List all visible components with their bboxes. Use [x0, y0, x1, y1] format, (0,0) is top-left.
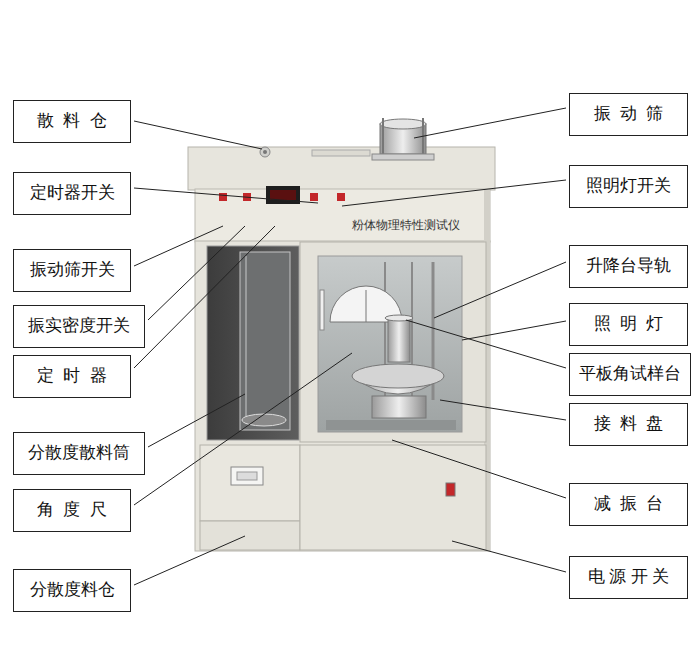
callout-box: 分散度料仓: [13, 569, 131, 612]
illustration-ellipse: [352, 364, 444, 388]
illustration-rect: [337, 193, 345, 201]
illustration-line: [134, 121, 262, 149]
leader-lines: [134, 108, 566, 585]
illustration-ellipse: [385, 315, 413, 321]
illustration-rect: [372, 154, 434, 160]
illustration-rect: [372, 396, 426, 418]
illustration-rect: [200, 445, 300, 521]
illustration-line: [134, 536, 245, 585]
damping-base: [300, 445, 486, 550]
callout-box: 升降台导轨: [569, 245, 688, 288]
callout-box: 照明灯开关: [569, 165, 688, 208]
illustration-rect: [320, 290, 324, 330]
illustration-line: [342, 180, 566, 206]
callout-label: 接料盘: [584, 414, 672, 434]
illustration-line: [392, 440, 566, 498]
callout-box: 定时器: [13, 355, 131, 398]
illustration-rect: [270, 190, 296, 200]
illustration-rect: [200, 521, 300, 550]
illustration-line: [148, 394, 245, 447]
illustration-rect: [446, 483, 455, 496]
illustration-rect: [388, 318, 410, 362]
illustration-rect: [240, 252, 290, 430]
illustration-line: [134, 226, 275, 368]
illustration-line: [462, 321, 566, 340]
callout-box: 平板角试样台: [569, 353, 691, 396]
cabinet: [188, 147, 495, 551]
illustration-rect: [207, 246, 299, 440]
illustration-line: [134, 188, 318, 203]
callout-label: 电源开关: [584, 567, 673, 587]
callout-label: 振动筛: [584, 104, 672, 124]
callout-box: 散料仓: [13, 100, 131, 143]
dispersion-chamber: [200, 246, 300, 550]
callout-box: 振动筛: [569, 93, 688, 136]
callout-box: 振动筛开关: [13, 249, 131, 292]
instrument-name: 粉体物理特性测试仪: [352, 219, 460, 232]
callout-label: 减振台: [584, 494, 672, 514]
illustration-line: [434, 262, 566, 318]
callout-label: 振实密度开关: [28, 316, 130, 336]
illustration-rect: [219, 193, 227, 201]
illustration-line: [366, 290, 367, 322]
illustration-ellipse: [380, 119, 426, 129]
illustration-line: [452, 541, 566, 572]
callout-label: 照明灯: [584, 314, 672, 334]
illustration-line: [406, 320, 566, 368]
callout-box: 照明灯: [569, 303, 688, 346]
illustration-ellipse: [242, 414, 286, 426]
illustration-rect: [231, 467, 263, 485]
callout-label: 升降台导轨: [586, 256, 671, 276]
vibrating-sieve: [372, 118, 434, 160]
callout-box: 接料盘: [569, 403, 688, 446]
callout-label: 角度尺: [28, 500, 116, 520]
callout-box: 分散度散料筒: [13, 432, 145, 475]
illustration-rect: [326, 420, 456, 430]
illustration-rect: [312, 150, 370, 156]
callout-box: 电源开关: [569, 556, 688, 599]
callout-label: 照明灯开关: [586, 176, 671, 196]
illustration-rect: [310, 193, 318, 201]
illustration-rect: [237, 472, 257, 480]
illustration-line: [148, 226, 245, 320]
illustration-circle: [263, 150, 267, 154]
callout-label: 分散度散料筒: [28, 443, 130, 463]
callout-box: 减振台: [569, 483, 688, 526]
illustration-line: [414, 108, 566, 138]
callout-box: 定时器开关: [13, 172, 131, 215]
callout-label: 散料仓: [28, 111, 116, 131]
illustration-rect: [318, 256, 462, 432]
illustration-rect: [188, 147, 495, 190]
callout-box: 振实密度开关: [13, 305, 145, 348]
callout-label: 定时器开关: [30, 183, 115, 203]
control-panel: [219, 186, 345, 204]
callout-label: 平板角试样台: [579, 364, 681, 384]
callout-label: 振动筛开关: [30, 260, 115, 280]
illustration-rect: [195, 241, 490, 551]
callout-label: 分散度料仓: [30, 580, 115, 600]
illustration-line: [245, 256, 247, 424]
callout-label: 定时器: [28, 366, 116, 386]
angle-chamber: [300, 242, 486, 442]
illustration-line: [440, 400, 566, 420]
illustration-rect: [300, 242, 486, 442]
illustration-line: [134, 353, 352, 505]
illustration-rect: [300, 445, 486, 550]
callout-box: 角度尺: [13, 489, 131, 532]
